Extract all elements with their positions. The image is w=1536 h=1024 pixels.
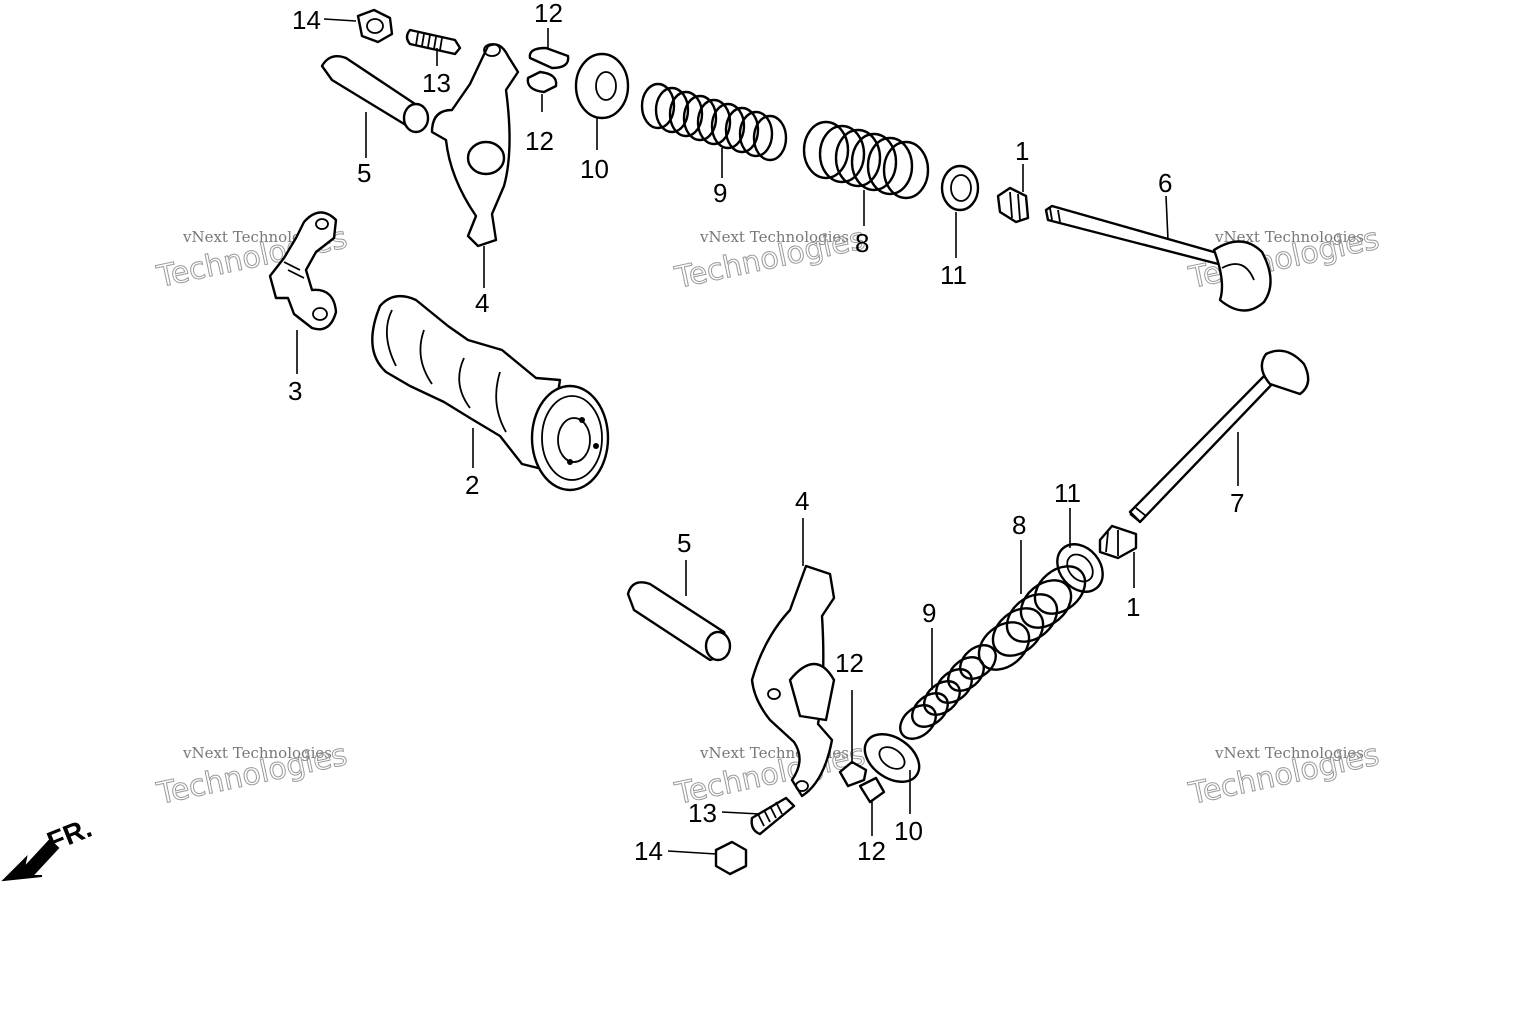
label-3: 3	[288, 376, 302, 406]
label-9-lower: 9	[922, 598, 936, 628]
valve-lower	[1128, 349, 1310, 524]
lock-nut-upper	[356, 8, 394, 44]
rocker-arm-lower	[750, 564, 836, 798]
valve-cotter-lower	[1098, 524, 1138, 560]
label-5-upper: 5	[357, 158, 371, 188]
watermark-upper-center: vNext Technologies Technologies	[671, 221, 869, 297]
valve-cotter-upper	[996, 186, 1030, 224]
lock-nut-lower	[714, 840, 748, 876]
label-1-lower: 1	[1126, 592, 1140, 622]
spring-seat-upper	[940, 164, 980, 212]
label-4-upper: 4	[475, 288, 489, 318]
label-10-lower: 10	[894, 816, 923, 846]
label-12-upper-b: 12	[525, 126, 554, 156]
label-13-upper: 13	[422, 68, 451, 98]
rocker-arm-upper	[430, 43, 520, 248]
label-7: 7	[1230, 488, 1244, 518]
label-13-lower: 13	[688, 798, 717, 828]
label-2: 2	[465, 470, 479, 500]
valve-upper	[1044, 204, 1272, 312]
svg-text:vNext Technologies: vNext Technologies	[182, 744, 332, 762]
cotter-lower-a	[838, 760, 868, 788]
cotter-upper-a	[528, 46, 570, 70]
label-10-upper: 10	[580, 154, 609, 184]
label-11-upper: 11	[940, 260, 967, 290]
label-12-upper-a: 12	[534, 0, 563, 28]
front-indicator-label: FR.	[43, 812, 96, 858]
label-9-upper: 9	[713, 178, 727, 208]
spring-retainer-lower	[863, 733, 921, 783]
label-8-lower: 8	[1012, 510, 1026, 540]
label-11-lower: 11	[1054, 478, 1081, 508]
label-12-lower-b: 12	[857, 836, 886, 866]
label-14-lower: 14	[634, 836, 663, 866]
label-8-upper: 8	[855, 228, 869, 258]
label-5-lower: 5	[677, 528, 691, 558]
cam-holder-bracket	[268, 211, 338, 331]
label-14-upper: 14	[292, 5, 321, 35]
inner-spring-lower	[899, 644, 997, 740]
adjusting-screw-upper	[405, 28, 462, 56]
camshaft	[371, 294, 610, 492]
front-direction-arrow: FR.	[1, 812, 96, 882]
rocker-shaft-lower	[626, 581, 732, 662]
watermark-lower-right: vNext Technologies Technologies	[1185, 737, 1383, 813]
spring-retainer-upper	[574, 52, 630, 120]
svg-text:vNext Technologies: vNext Technologies	[1214, 744, 1364, 762]
label-4-lower: 4	[795, 486, 809, 516]
label-12-lower-a: 12	[835, 648, 864, 678]
cotter-lower-b	[858, 776, 886, 804]
svg-text:vNext Technologies: vNext Technologies	[1214, 228, 1364, 246]
watermark-lower-left: vNext Technologies Technologies	[153, 737, 351, 813]
cotter-upper-b	[526, 70, 558, 94]
label-1-upper: 1	[1015, 136, 1029, 166]
spring-seat-lower	[1056, 543, 1104, 593]
inner-spring-upper	[640, 82, 788, 162]
rocker-shaft-upper	[320, 55, 430, 134]
label-6-upper: 6	[1158, 168, 1172, 198]
outer-spring-upper	[802, 120, 930, 200]
adjusting-screw-lower	[750, 796, 796, 836]
svg-text:vNext Technologies: vNext Technologies	[699, 228, 849, 246]
